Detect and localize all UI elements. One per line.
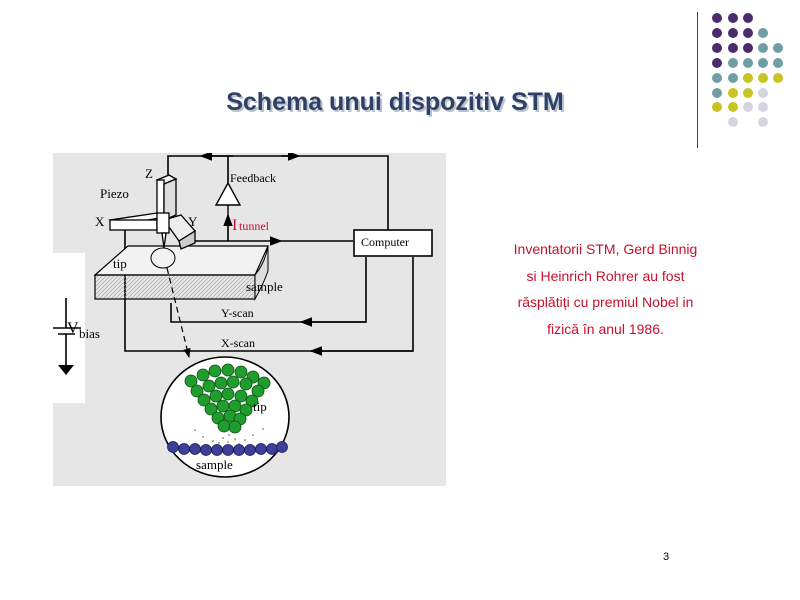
bias-source-icon (53, 327, 81, 365)
tip-magnifier-ring (150, 247, 176, 269)
voltage-subscript: bias (79, 326, 100, 341)
sample-block (93, 245, 269, 301)
zoom-pointer (166, 267, 191, 359)
feedback-amplifier-icon (214, 181, 242, 206)
caption-line: fizică în anul 1986. (547, 320, 664, 337)
x-scan-label: X-scan (221, 336, 255, 350)
nobel-caption: Inventatorii STM, Gerd Binnig si Heinric… (483, 236, 728, 342)
computer-box (353, 229, 433, 257)
piezo-label: Piezo (100, 186, 129, 201)
computer-label: Computer (361, 235, 409, 249)
y-axis-label: Y (188, 214, 198, 229)
sample-atoms (167, 441, 288, 456)
tip-atoms (184, 363, 271, 434)
yellow-dots (712, 73, 783, 112)
piezo-scanner (108, 174, 196, 250)
current-symbol: I (232, 217, 237, 234)
current-subscript: tunnel (239, 219, 270, 233)
sample-label: sample (246, 279, 283, 294)
slide-title: Schema unui dispozitiv STM (226, 88, 564, 116)
caption-line: răsplătiți cu premiul Nobel in (517, 294, 694, 310)
caption-line: si Heinrich Rohrer au fost (526, 267, 685, 284)
x-axis-label: X (95, 214, 105, 229)
ground-icon (58, 365, 74, 375)
stm-diagram: Z Piezo X Y tip Feedback I tunnel Comput… (53, 153, 446, 486)
decorative-dot-grid (712, 13, 783, 127)
light-dots (728, 88, 768, 127)
caption-line: Inventatorii STM, Gerd Binnig (513, 241, 698, 257)
feedback-label: Feedback (230, 171, 276, 185)
inset-tip-label: tip (253, 399, 267, 414)
decorative-divider-line (697, 12, 698, 148)
tunneling-speckle (194, 428, 264, 445)
y-scan-label: Y-scan (221, 306, 254, 320)
page-number: 3 (663, 551, 670, 563)
atomic-inset (160, 356, 290, 478)
inset-sample-label: sample (196, 457, 233, 472)
teal-dots (712, 28, 783, 98)
purple-dots (712, 13, 753, 68)
z-axis-label: Z (145, 166, 153, 181)
voltage-symbol: V (67, 320, 79, 337)
tip-label: tip (113, 256, 127, 271)
